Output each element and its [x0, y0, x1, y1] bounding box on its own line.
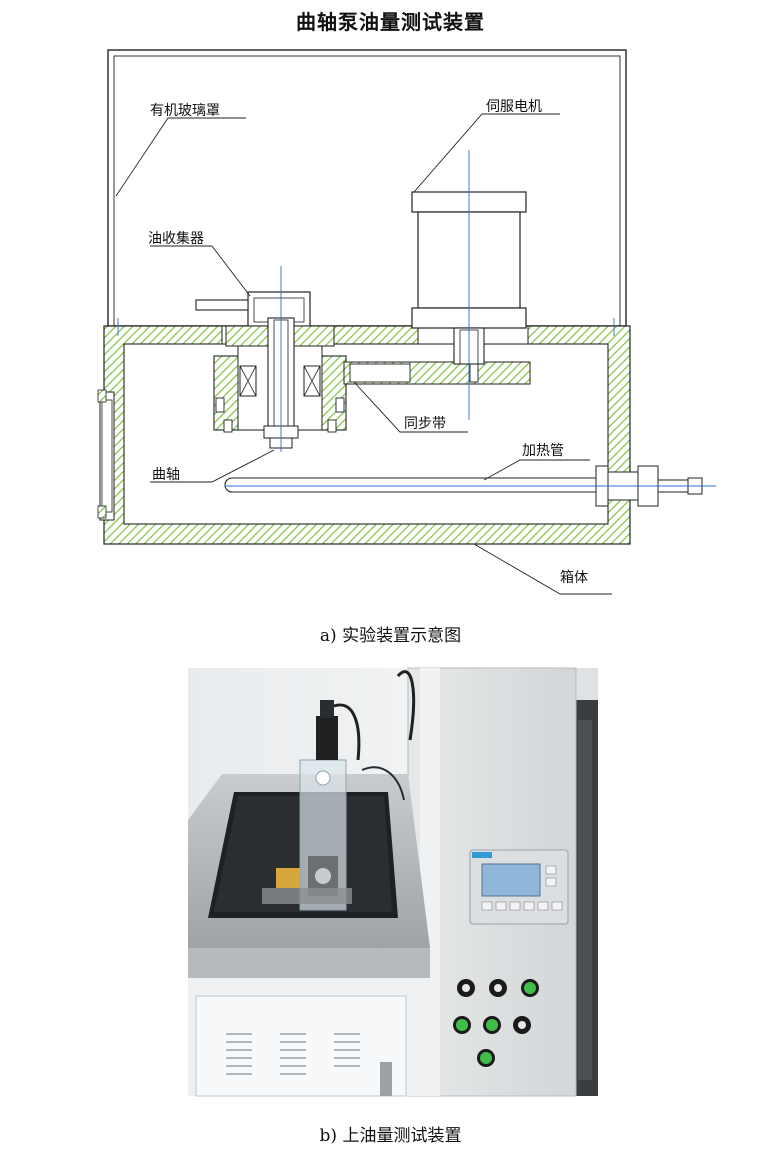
caption-b: b) 上油量测试装置 [319, 1126, 462, 1146]
label-servo-motor: 伺服电机 [486, 99, 542, 115]
pump-housing [213, 317, 347, 449]
label-oil-collector: 油收集器 [148, 231, 204, 247]
heating-tube [224, 465, 714, 507]
label-plexiglass-cover: 有机玻璃罩 [150, 103, 220, 119]
label-crankshaft: 曲轴 [152, 467, 180, 483]
leader-lines [115, 113, 612, 595]
figure-title: 曲轴泵油量测试装置 [296, 10, 485, 34]
label-heating-tube: 加热管 [522, 443, 564, 459]
sight-window [97, 389, 115, 521]
label-tank: 箱体 [560, 570, 588, 586]
label-timing-belt: 同步带 [404, 416, 446, 432]
timing-belt [343, 361, 531, 385]
center-lines [117, 150, 716, 487]
caption-a: a) 实验装置示意图 [319, 626, 462, 646]
